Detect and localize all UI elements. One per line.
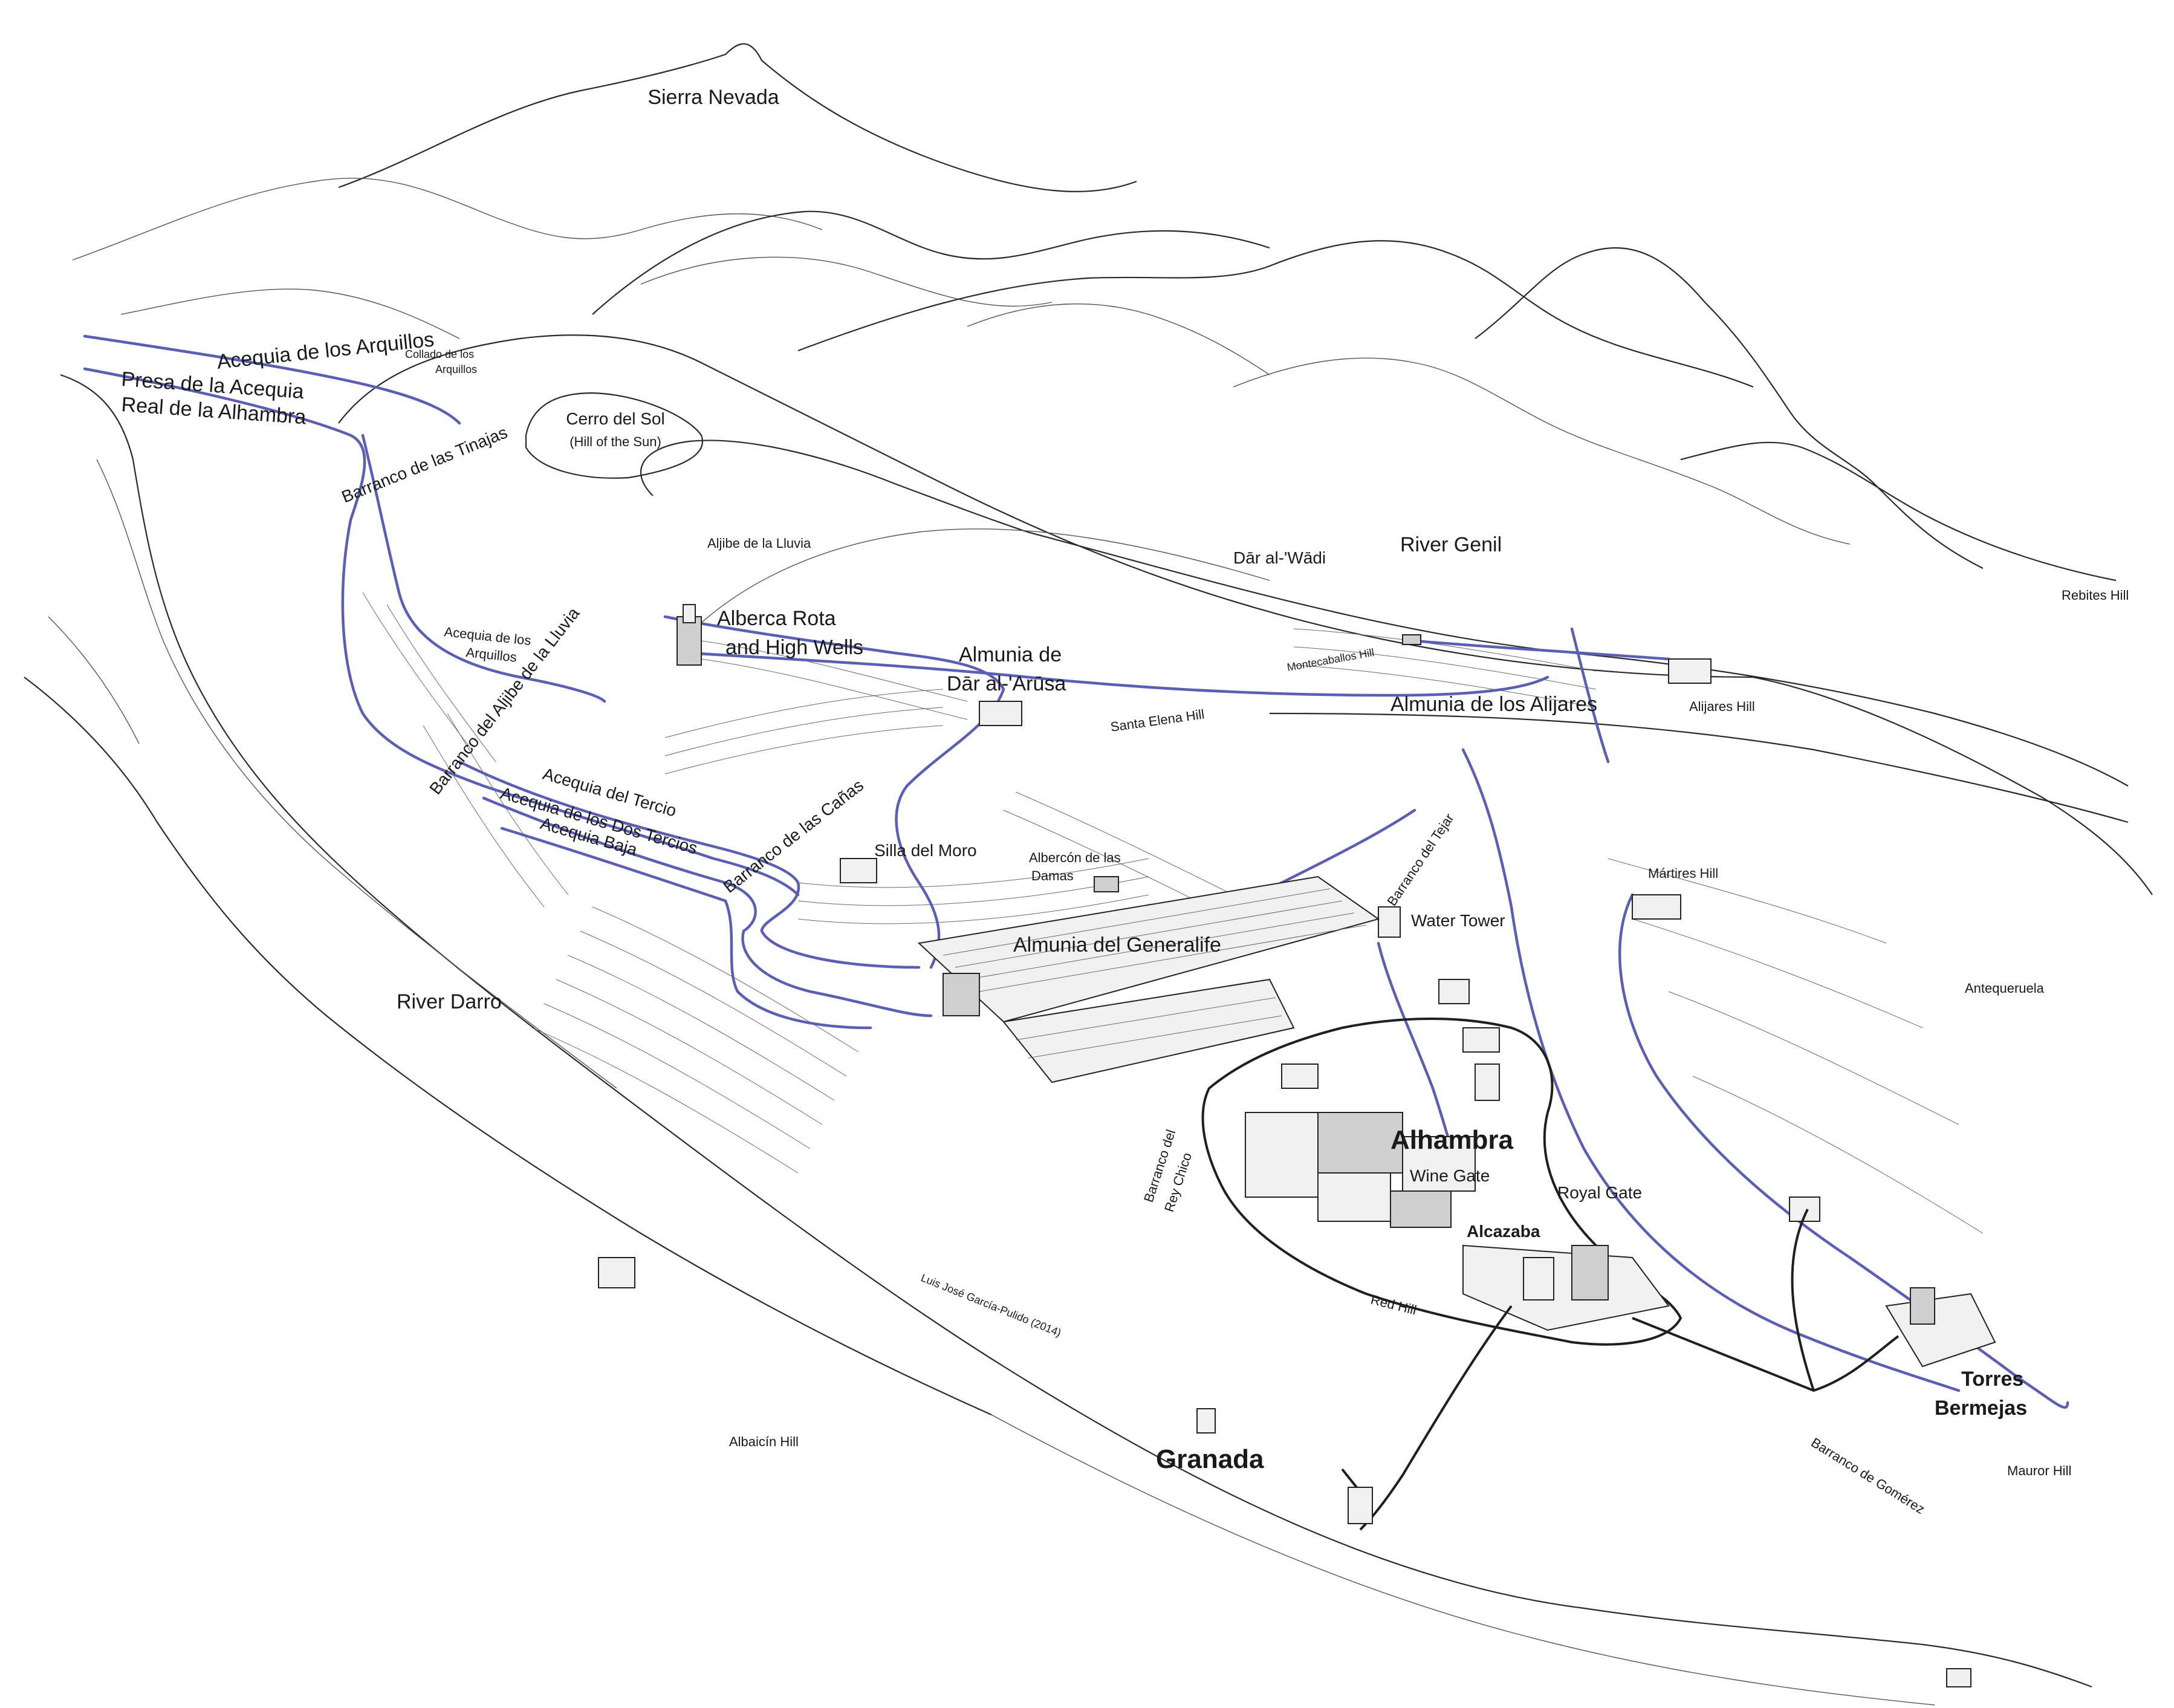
label-water-tower: Water Tower [1411, 911, 1505, 930]
label-torres-2: Bermejas [1935, 1397, 2027, 1420]
sierra-nevada-ridges [72, 43, 2117, 582]
label-albaicin: Albaicín Hill [729, 1434, 799, 1449]
label-almunia-arusa-1: Almunia de [959, 643, 1062, 666]
structures [598, 604, 1996, 1687]
terrain-outlines [24, 334, 2153, 1706]
label-sierra-nevada: Sierra Nevada [647, 86, 779, 109]
acequia-real-channel [83, 367, 800, 897]
label-cerro-sol: Cerro del Sol [566, 409, 664, 428]
label-collado-2: Arquillos [435, 363, 477, 375]
acequia-tercio-channel [458, 760, 921, 969]
label-martires: Mártires Hill [1648, 866, 1718, 881]
label-santa-elena: Santa Elena Hill [1109, 706, 1205, 735]
label-alijares-hill: Alijares Hill [1689, 699, 1755, 714]
alijares-structure [1668, 658, 1712, 684]
alberca-rota-structure [677, 616, 702, 666]
label-credit: Luis José García-Pulido (2014) [920, 1271, 1063, 1339]
label-montecaballos: Montecaballos Hill [1286, 646, 1375, 674]
label-antequeruela: Antequeruela [1965, 981, 2045, 996]
label-almunia-generalife: Almunia del Generalife [1013, 934, 1221, 956]
label-alberca-2: and High Wells [725, 636, 863, 659]
dar-al-arusa-structure [979, 701, 1022, 726]
label-royal-gate: Royal Gate [1557, 1183, 1642, 1202]
label-aljibe-lluvia: Aljibe de la Lluvia [707, 536, 811, 551]
torres-bermejas-structure [1885, 1293, 1996, 1368]
palace-block-1 [1245, 1112, 1319, 1198]
alcazaba-structure [1462, 1244, 1670, 1331]
label-silla-moro: Silla del Moro [874, 841, 977, 860]
label-acequia-arquillos: Acequia de los Arquillos [216, 328, 435, 374]
label-river-genil: River Genil [1400, 533, 1502, 556]
label-acequia-arquillos-mid-1: Acequia de los [443, 624, 531, 648]
label-cerro-sol-sub: (Hill of the Sun) [569, 434, 661, 449]
label-granada: Granada [1156, 1444, 1264, 1474]
label-mauror: Mauror Hill [2007, 1463, 2071, 1478]
label-alhambra: Alhambra [1390, 1125, 1513, 1155]
acequia-arquillos-channel [83, 334, 461, 425]
label-almunia-arusa-2: Dār al-'Arūsa [947, 672, 1066, 695]
label-torres-1: Torres [1961, 1368, 2023, 1391]
label-red-hill: Red Hill [1369, 1292, 1418, 1318]
acequia-baja-channel [500, 826, 872, 1030]
label-collado-1: Collado de los [405, 348, 474, 360]
label-dar-al-wadi: Dār al-'Wādi [1233, 548, 1326, 567]
label-albercon-2: Damas [1031, 868, 1074, 883]
label-alcazaba: Alcazaba [1467, 1222, 1540, 1241]
label-river-darro: River Darro [397, 990, 502, 1013]
label-barranco-tejar: Barranco del Tejar [1384, 811, 1456, 909]
label-wine-gate: Wine Gate [1410, 1166, 1490, 1185]
label-almunia-alijares: Almunia de los Alijares [1390, 693, 1597, 716]
silla-del-moro-structure [840, 858, 877, 883]
label-alberca-1: Alberca Rota [717, 607, 836, 630]
acequia-dos-tercios-channel [482, 796, 933, 1018]
labels: Sierra Nevada Acequia de los Arquillos C… [120, 86, 2129, 1517]
label-barranco-gomerez: Barranco de Gomérez [1808, 1435, 1927, 1517]
water-tower-structure [1378, 906, 1401, 938]
label-rebites-hill: Rebites Hill [2062, 588, 2129, 603]
label-acequia-arquillos-mid-2: Arquillos [465, 645, 518, 665]
label-albercon-1: Albercón de las [1029, 850, 1121, 865]
